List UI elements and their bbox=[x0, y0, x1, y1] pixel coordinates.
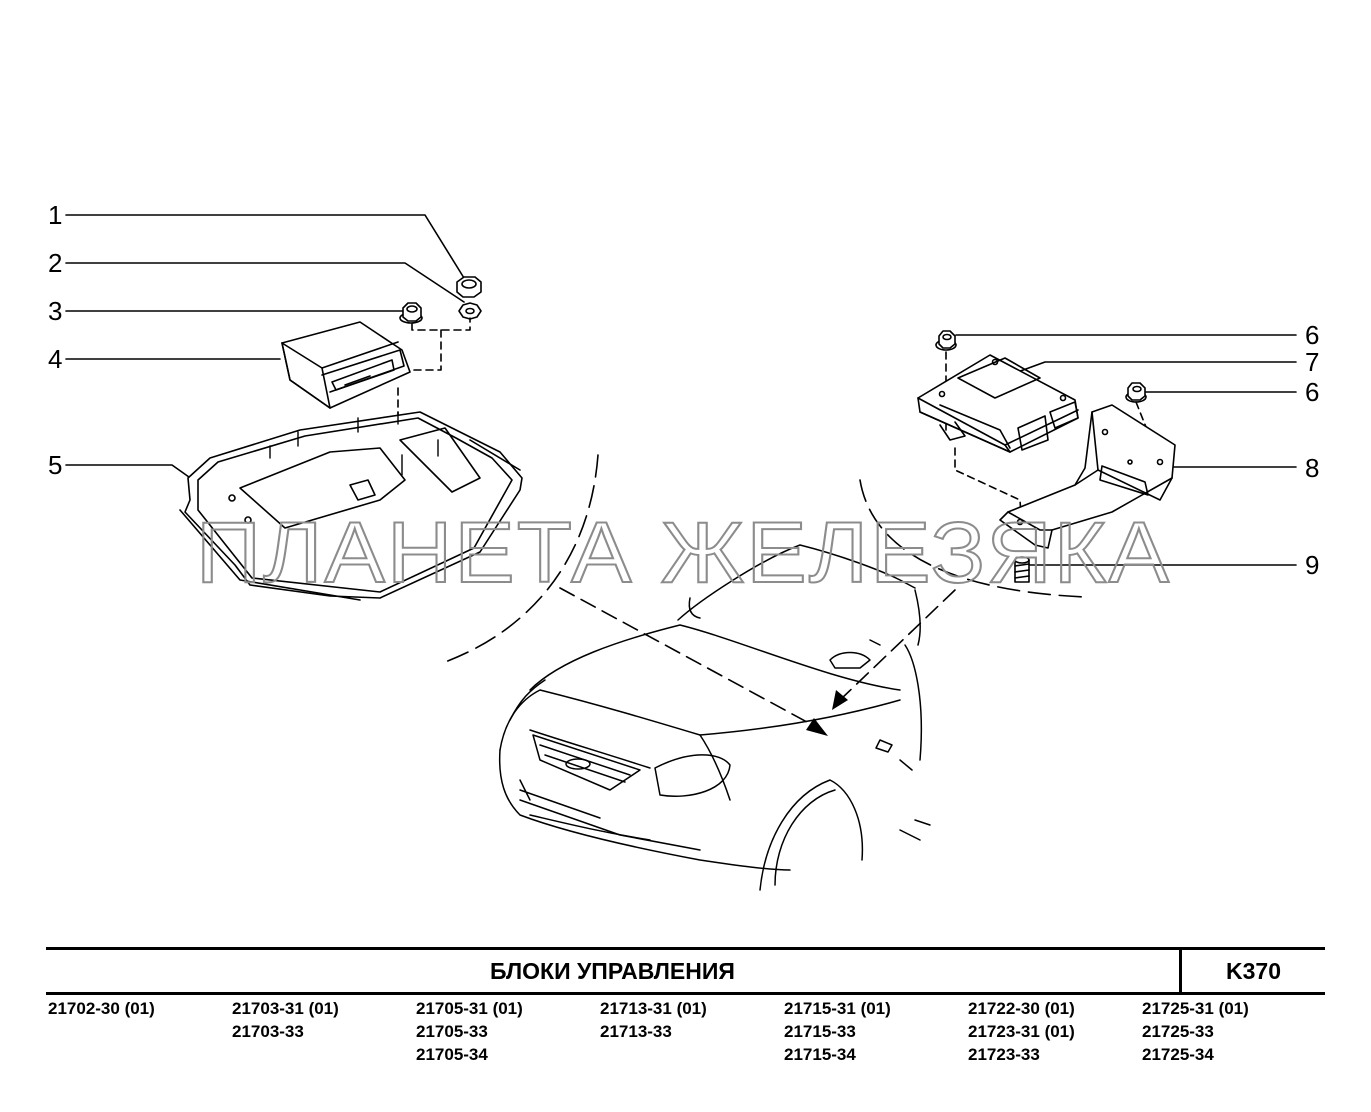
model-code: 21713-31 (01) bbox=[600, 999, 707, 1018]
model-code: 21705-33 bbox=[416, 1022, 488, 1041]
model-code: 21723-31 (01) bbox=[968, 1022, 1075, 1041]
model-code: 21715-33 bbox=[784, 1022, 856, 1041]
bolt-9 bbox=[1014, 556, 1030, 583]
model-code: 21703-31 (01) bbox=[232, 999, 339, 1018]
arrow-head-left bbox=[806, 718, 828, 736]
title-block: БЛОКИ УПРАВЛЕНИЯ K370 bbox=[46, 947, 1325, 995]
flange-nut-3 bbox=[399, 302, 423, 324]
car-front-view bbox=[498, 544, 931, 891]
model-code: 21723-33 bbox=[968, 1045, 1040, 1064]
watermark-text: ПЛАНЕТА ЖЕЛЕЗЯКА bbox=[196, 505, 1171, 601]
washer-2 bbox=[458, 302, 482, 320]
model-column-5: 21715-31 (01) 21715-33 21715-34 bbox=[784, 997, 891, 1066]
callout-6a: 6 bbox=[1305, 320, 1319, 350]
break-arc-right bbox=[859, 479, 1086, 598]
model-column-1: 21702-30 (01) bbox=[48, 997, 155, 1020]
callout-1: 1 bbox=[48, 200, 62, 230]
callout-3: 3 bbox=[48, 296, 62, 326]
model-code: 21705-31 (01) bbox=[416, 999, 523, 1018]
model-code: 21725-34 bbox=[1142, 1045, 1214, 1064]
parts-diagram: 1 2 3 4 5 6 7 6 8 9 ПЛАНЕТА ЖЕЛЕЗЯКА bbox=[48, 200, 1319, 891]
page-code: K370 bbox=[1226, 958, 1281, 984]
model-code: 21715-31 (01) bbox=[784, 999, 891, 1018]
leader-line-5 bbox=[65, 464, 197, 483]
model-column-2: 21703-31 (01) 21703-33 bbox=[232, 997, 339, 1043]
leader-line-7 bbox=[995, 361, 1297, 381]
studs bbox=[269, 411, 439, 476]
model-code: 21725-31 (01) bbox=[1142, 999, 1249, 1018]
bracket-8 bbox=[999, 404, 1176, 549]
callout-2: 2 bbox=[48, 248, 62, 278]
model-code: 21715-34 bbox=[784, 1045, 856, 1064]
page-title: БЛОКИ УПРАВЛЕНИЯ bbox=[490, 958, 735, 984]
model-column-6: 21722-30 (01) 21723-31 (01) 21723-33 bbox=[968, 997, 1075, 1066]
leader-line-1 bbox=[65, 214, 465, 279]
model-column-3: 21705-31 (01) 21705-33 21705-34 bbox=[416, 997, 523, 1066]
flange-nut-6b bbox=[1125, 382, 1147, 403]
model-code: 21703-33 bbox=[232, 1022, 304, 1041]
model-code: 21702-30 (01) bbox=[48, 999, 155, 1018]
model-column-7: 21725-31 (01) 21725-33 21725-34 bbox=[1142, 997, 1249, 1066]
break-arc-left bbox=[444, 454, 599, 663]
model-code: 21705-34 bbox=[416, 1045, 488, 1064]
callout-labels: 1 2 3 4 5 6 7 6 8 9 bbox=[48, 200, 1319, 580]
nut-1 bbox=[456, 276, 482, 298]
model-code: 21722-30 (01) bbox=[968, 999, 1075, 1018]
callout-5: 5 bbox=[48, 450, 62, 480]
model-column-4: 21713-31 (01) 21713-33 bbox=[600, 997, 707, 1043]
arrow-head-right bbox=[832, 690, 848, 710]
engine-control-unit-7 bbox=[917, 354, 1079, 453]
callout-7: 7 bbox=[1305, 347, 1319, 377]
callout-8: 8 bbox=[1305, 453, 1319, 483]
title-divider bbox=[1179, 950, 1182, 992]
callout-9: 9 bbox=[1305, 550, 1319, 580]
leader-line-2 bbox=[65, 262, 465, 303]
flange-nut-6a bbox=[935, 330, 957, 351]
location-arrows bbox=[559, 587, 956, 729]
model-code: 21725-33 bbox=[1142, 1022, 1214, 1041]
mounting-plate-5 bbox=[179, 411, 523, 601]
callout-4: 4 bbox=[48, 344, 62, 374]
control-unit-4 bbox=[281, 321, 411, 409]
callout-6b: 6 bbox=[1305, 377, 1319, 407]
model-code: 21713-33 bbox=[600, 1022, 672, 1041]
